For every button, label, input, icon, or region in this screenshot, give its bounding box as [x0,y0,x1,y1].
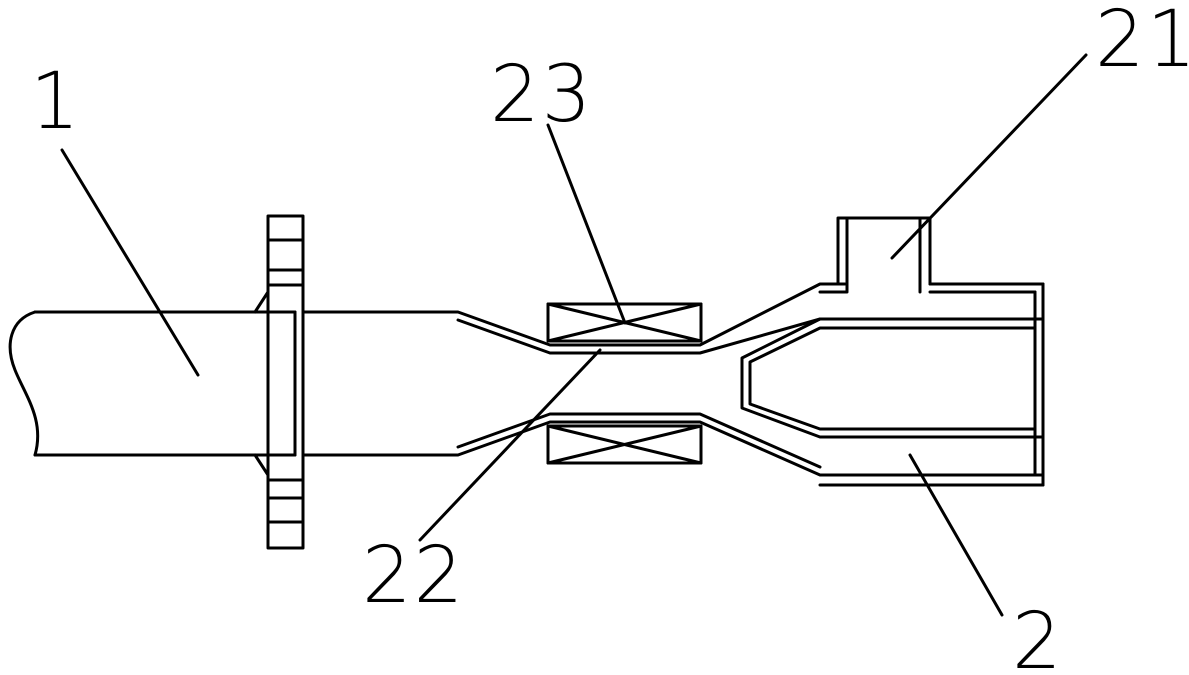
label-part-21: 21 [1095,0,1189,85]
leader-22 [418,348,602,542]
side-port [818,216,932,294]
label-part-22: 22 [362,531,465,621]
coil-bottom-box [546,424,703,465]
nozzle-inner [748,326,1037,431]
label-part-23: 23 [490,50,593,140]
outlet-top-wall [928,282,1045,294]
leader-23 [546,123,627,325]
flange-plate [266,214,305,550]
label-part-1: 1 [30,57,82,147]
coil-bottom [546,424,703,465]
label-part-2: 2 [1012,597,1064,675]
inlet-pipe-break [8,310,40,457]
leader-lines [60,53,1088,617]
inlet-pipe [8,310,305,457]
side-port-walls [818,216,932,294]
leader-2 [908,453,1004,617]
venturi-top-outer [301,282,847,347]
leader-1 [60,148,200,377]
flange [253,214,305,550]
coil-top-box [546,302,703,343]
venturi-bottom-inner [456,412,822,469]
inlet-pipe-walls [33,310,297,457]
flange-welds [253,290,270,477]
leader-21 [890,53,1088,260]
venturi-top-inner [456,317,1045,355]
coil-bottom-cross [546,424,703,465]
venturi-bottom-outer [301,420,1045,477]
nozzle-outer [740,317,1045,439]
flange-bolt-lines [266,238,305,524]
nozzle-core [740,282,1045,487]
outlet-end [1033,282,1045,487]
venturi-body [301,282,1045,477]
